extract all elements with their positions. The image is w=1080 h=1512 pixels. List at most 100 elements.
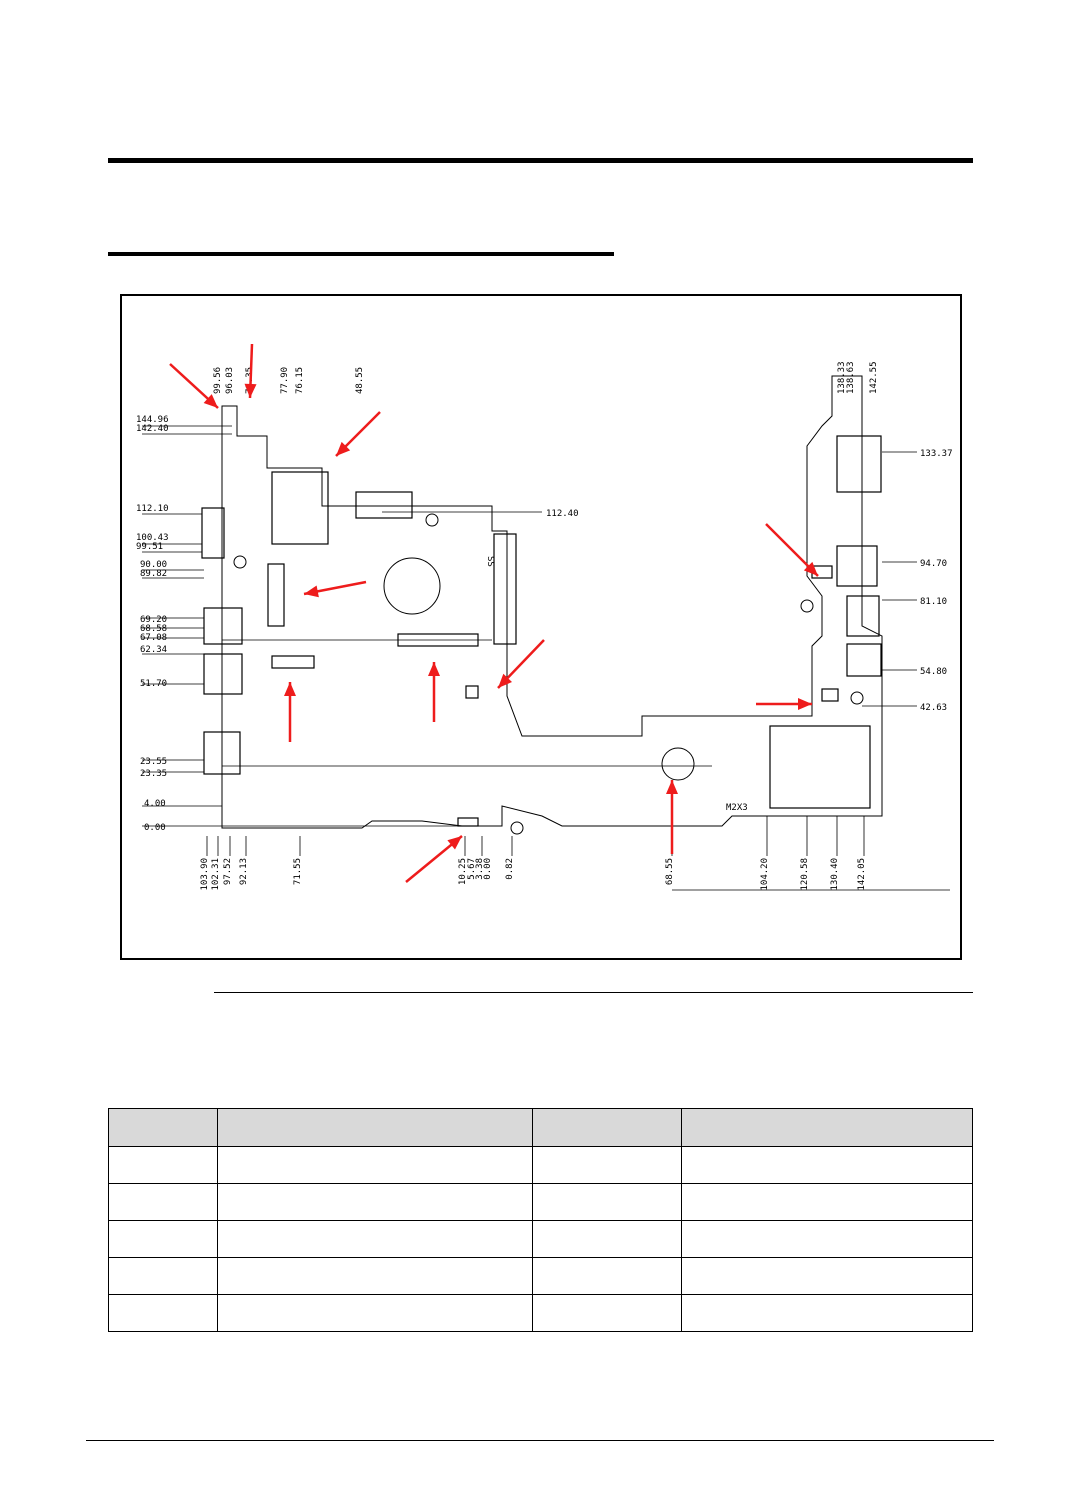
- dim-label-left: 144.96: [136, 415, 169, 425]
- table-cell: [217, 1146, 533, 1184]
- top-dimension-labels: 99.5696.0378.3577.9076.1548.55138.33138.…: [213, 361, 879, 394]
- table-cell: [681, 1146, 973, 1184]
- table-cell: [681, 1294, 973, 1332]
- dim-label-left: 89.82: [140, 569, 167, 579]
- callout-arrow-head: [498, 673, 513, 688]
- table-row: [108, 1294, 973, 1332]
- callout-arrow-head: [798, 698, 812, 710]
- dim-label-top: 96.03: [225, 367, 235, 394]
- callout-arrow-head: [304, 585, 319, 598]
- dim-label-bottom: 142.05: [857, 858, 867, 891]
- table-cell: [217, 1220, 533, 1258]
- board-marking: M2X3: [726, 803, 748, 813]
- table-cell: [532, 1146, 682, 1184]
- dim-label-bottom: 5.67: [467, 858, 477, 880]
- dimension-lines: [142, 425, 950, 891]
- dim-label-left: 99.51: [136, 542, 163, 552]
- board-components: [201, 435, 882, 827]
- callout-arrow-head: [666, 780, 678, 794]
- dim-label-bottom: 103.90: [200, 858, 210, 891]
- dim-label-bottom: 104.20: [760, 858, 770, 891]
- callout-arrow-head: [203, 394, 218, 408]
- table-cell: [217, 1294, 533, 1332]
- dim-label-bottom: 0.00: [483, 858, 493, 880]
- caption-rule: [214, 992, 973, 993]
- dim-label-top: 48.55: [355, 367, 365, 394]
- dim-label-right: 94.70: [920, 559, 947, 569]
- dim-label-left: 69.20: [140, 615, 167, 625]
- dim-label-left: 4.00: [144, 799, 166, 809]
- dim-label-top: 99.56: [213, 367, 223, 394]
- table-header-cell: [108, 1108, 218, 1147]
- table-header-cell: [217, 1108, 533, 1147]
- callout-arrow-head: [447, 836, 462, 850]
- callout-arrow-head: [803, 561, 818, 576]
- callout-arrow-head: [428, 662, 440, 676]
- dim-label-bottom: 0.82: [505, 858, 515, 880]
- dim-label-bottom: 71.55: [293, 858, 303, 885]
- table-cell: [681, 1183, 973, 1221]
- dim-label-bottom: 92.13: [239, 858, 249, 885]
- dim-label-left: 51.70: [140, 679, 167, 689]
- dim-label-top: 142.55: [869, 361, 879, 394]
- board-marking: SS: [485, 556, 495, 567]
- table-cell: [532, 1294, 682, 1332]
- dim-label-left: 112.10: [136, 504, 169, 514]
- table-row: [108, 1146, 973, 1184]
- table-cell: [681, 1257, 973, 1295]
- dim-label-left: 142.40: [136, 424, 169, 434]
- table-cell: [681, 1220, 973, 1258]
- dim-label-bottom: 120.58: [800, 858, 810, 891]
- dim-label-bottom: 68.55: [665, 858, 675, 885]
- table-header-cell: [681, 1108, 973, 1147]
- dim-label-right: 54.80: [920, 667, 947, 677]
- dim-label-top: 77.90: [280, 367, 290, 394]
- table-cell: [108, 1220, 218, 1258]
- section-heading-rule: [108, 252, 614, 256]
- dim-label-left: 67.08: [140, 633, 167, 643]
- spec-table: [108, 1108, 973, 1332]
- table-cell: [108, 1146, 218, 1184]
- table-cell: [108, 1294, 218, 1332]
- table-cell: [108, 1183, 218, 1221]
- table-cell: [532, 1220, 682, 1258]
- dim-label-bottom: 3.38: [475, 858, 485, 880]
- callout-arrows: [169, 343, 819, 883]
- table-cell: [532, 1257, 682, 1295]
- dim-label-left: 0.00: [144, 823, 166, 833]
- callout-arrow-head: [284, 682, 296, 696]
- table-cell: [108, 1257, 218, 1295]
- table-header-cell: [532, 1108, 682, 1147]
- dim-label-top: 138.33: [837, 361, 847, 394]
- dim-label-left: 90.00: [140, 560, 167, 570]
- table-cell: [532, 1183, 682, 1221]
- dim-label-left: 23.35: [140, 769, 167, 779]
- top-heading-rule: [108, 158, 973, 163]
- dim-label-left: 100.43: [136, 533, 169, 543]
- dim-label-right: 133.37: [920, 449, 953, 459]
- callout-arrow-head: [244, 383, 257, 398]
- table-header-row: [108, 1108, 973, 1147]
- table-cell: [217, 1257, 533, 1295]
- footer-rule: [86, 1440, 994, 1441]
- board-layout-diagram: 144.96 142.40 112.10 100.43 99.51 90.00 …: [120, 294, 962, 960]
- dim-label-left: 68.58: [140, 624, 167, 634]
- dim-label-right: 81.10: [920, 597, 947, 607]
- dimension-labels: 144.96 142.40 112.10 100.43 99.51 90.00 …: [136, 415, 953, 833]
- table-row: [108, 1220, 973, 1258]
- dim-label-left: 62.34: [140, 645, 167, 655]
- dim-label-bottom: 130.40: [830, 858, 840, 891]
- dim-label-bottom: 10.25: [458, 858, 468, 885]
- table-cell: [217, 1183, 533, 1221]
- dim-label-bottom: 102.31: [211, 858, 221, 891]
- dim-label-left: 23.55: [140, 757, 167, 767]
- callout-arrow-head: [336, 441, 351, 456]
- table-row: [108, 1183, 973, 1221]
- table-row: [108, 1257, 973, 1295]
- dim-label-bottom: 97.52: [223, 858, 233, 885]
- board-drawing: 144.96 142.40 112.10 100.43 99.51 90.00 …: [136, 343, 953, 891]
- board-outline: [221, 375, 883, 835]
- dim-label-right: 42.63: [920, 703, 947, 713]
- dim-label-inline: 112.40: [546, 509, 579, 519]
